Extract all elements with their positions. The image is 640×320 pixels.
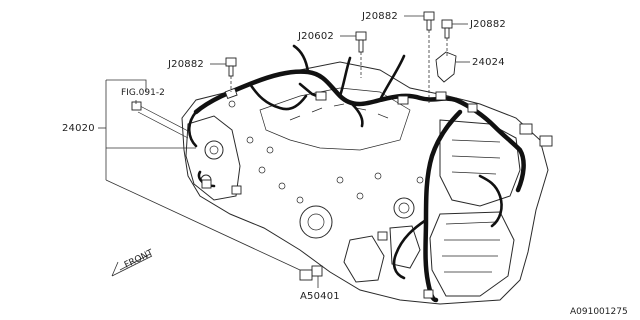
bolt-left bbox=[225, 57, 237, 77]
bracket-24024 bbox=[435, 51, 457, 83]
label-j20602: J20602 bbox=[297, 31, 334, 42]
fig-ref-box bbox=[131, 101, 142, 111]
diagram-id: A091001275 bbox=[570, 307, 628, 317]
bolt-top-center bbox=[423, 11, 435, 31]
label-j20882-top-right: J20882 bbox=[469, 19, 506, 30]
label-24020: 24020 bbox=[62, 123, 95, 134]
leader-lines bbox=[98, 15, 470, 288]
grommet-a50401 bbox=[299, 265, 323, 281]
label-24024: 24024 bbox=[472, 57, 505, 68]
label-fig-091-2: FIG.091-2 bbox=[121, 88, 165, 98]
label-front: FRONT bbox=[123, 248, 155, 271]
engine-block bbox=[181, 61, 549, 305]
wiring-harness bbox=[137, 44, 553, 303]
label-a50401: A50401 bbox=[300, 291, 340, 302]
stud-center bbox=[355, 31, 367, 53]
front-arrow bbox=[111, 253, 153, 277]
label-j20882-left: J20882 bbox=[167, 59, 204, 70]
bolt-top-right bbox=[441, 19, 453, 39]
label-j20882-top-center: J20882 bbox=[361, 11, 398, 22]
